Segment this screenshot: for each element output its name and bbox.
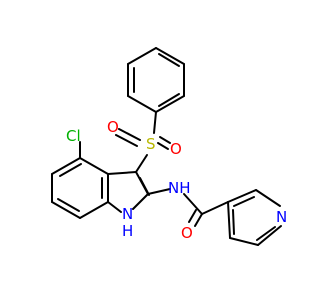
bond — [51, 201, 81, 219]
amide-nh-label: NH — [168, 179, 191, 197]
double-bond-inner — [59, 163, 82, 177]
bond — [107, 201, 122, 213]
double-bond-inner — [256, 226, 276, 241]
chlorine-label: Cl — [66, 127, 81, 145]
double-bond-inner — [233, 196, 255, 207]
sulfonyl-oxygen-label: O — [170, 140, 182, 158]
bond — [255, 189, 281, 207]
sulfonyl-oxygen-label: O — [107, 118, 119, 136]
double-bond-inner — [158, 93, 180, 107]
carbonyl-oxygen-label: O — [181, 224, 193, 242]
bond — [227, 189, 257, 203]
bond — [132, 193, 149, 210]
indole-n-label: N — [122, 205, 133, 223]
bond — [201, 201, 229, 215]
bond — [155, 95, 185, 113]
bond — [118, 128, 141, 141]
bond — [127, 47, 157, 65]
sulfonyl-group — [115, 111, 171, 173]
pyridine-ring — [227, 189, 282, 246]
sulfur-label: S — [146, 135, 156, 153]
bond — [135, 154, 148, 173]
amide-linkage — [147, 188, 229, 227]
bond — [107, 171, 137, 175]
double-bond-inner — [158, 53, 180, 67]
bond — [183, 193, 203, 215]
structure-canvas: S O O Cl NH N H O N — [51, 47, 288, 246]
bond — [188, 209, 197, 223]
bond — [147, 188, 171, 195]
phenyl-ring — [127, 47, 185, 113]
benzo-ring — [51, 141, 109, 219]
bond — [115, 134, 138, 147]
molecule-diagram: S O O Cl NH N H O N — [51, 47, 287, 246]
bond — [159, 136, 171, 144]
bond — [157, 142, 169, 150]
pyrrole-ring — [107, 171, 150, 213]
bond — [127, 95, 157, 113]
bond — [79, 157, 109, 175]
bond — [153, 111, 157, 134]
bond — [194, 213, 203, 227]
double-bond-inner — [139, 177, 150, 196]
bond — [51, 157, 81, 175]
bond — [227, 201, 231, 239]
bond — [229, 237, 259, 246]
bond — [79, 201, 109, 219]
double-bond-inner — [232, 209, 235, 235]
atom-labels: S O O Cl NH N H O N — [66, 118, 287, 242]
bond — [257, 225, 282, 246]
indole-h-label: H — [122, 222, 133, 240]
double-bond-inner — [57, 198, 80, 212]
pyridine-n-label: N — [276, 208, 287, 226]
bond — [155, 47, 185, 65]
